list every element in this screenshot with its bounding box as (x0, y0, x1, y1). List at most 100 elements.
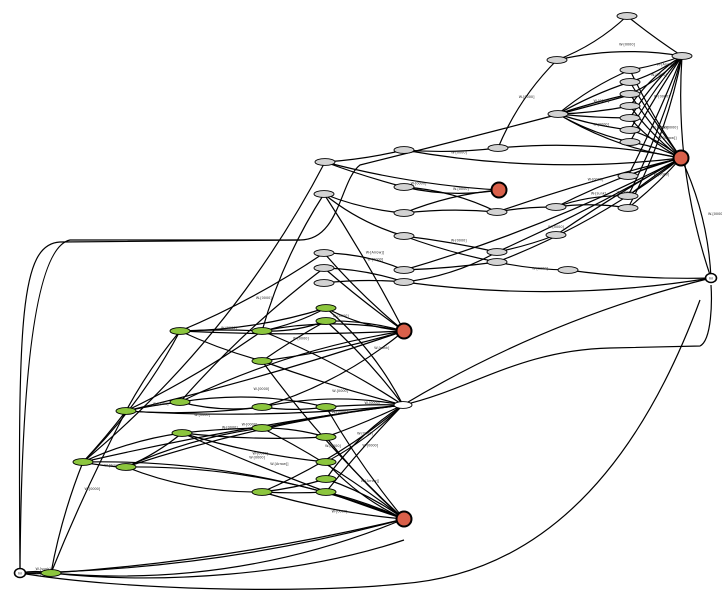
node-g0 (40, 569, 62, 577)
edge (323, 279, 405, 284)
node-label: Ini (18, 571, 22, 575)
edge-label: W-[0000] (451, 151, 467, 155)
edge (50, 539, 405, 579)
state-ellipse (313, 249, 335, 257)
edge (50, 410, 127, 574)
edge-label: W-[Arrow]] (270, 462, 289, 466)
edge-label: W-[0000] (333, 314, 349, 318)
edge (125, 404, 404, 415)
node-f4 (619, 102, 641, 110)
edge-label: W-[0000] (222, 426, 238, 430)
node-g16 (315, 458, 337, 466)
edge-label: W-[0000] (654, 95, 670, 99)
red-state-circle (395, 322, 413, 340)
edge (324, 161, 500, 191)
state-ellipse (545, 203, 567, 211)
node-a5 (313, 279, 335, 287)
node-a1 (314, 158, 336, 166)
edge (19, 518, 405, 574)
edge-label: W-[0000] (708, 212, 722, 216)
state-ellipse (557, 266, 579, 274)
state-ellipse (315, 488, 337, 496)
edge-label: W-[sunk] (591, 191, 607, 195)
state-ellipse (617, 172, 639, 180)
state-ellipse (115, 407, 137, 415)
edge (323, 252, 405, 271)
state-ellipse (619, 138, 641, 146)
edge (179, 252, 325, 332)
edge-label: W-[0000] (548, 225, 564, 229)
state-ellipse (393, 183, 415, 191)
edge (82, 404, 404, 463)
edge (325, 404, 404, 493)
edge (179, 330, 263, 362)
node-g11 (251, 488, 273, 496)
node-f6 (619, 126, 641, 134)
state-ellipse (617, 204, 639, 212)
state-ellipse (313, 264, 335, 272)
state-ellipse (547, 110, 569, 118)
state-ellipse (251, 424, 273, 432)
edge (323, 193, 405, 332)
node-label: Ini (709, 276, 713, 280)
edge-label: W-[0000] (588, 177, 604, 181)
node-g3 (115, 463, 137, 471)
state-ellipse (251, 488, 273, 496)
edge-label: W-[0000] (451, 239, 467, 243)
edge-label: W-[0000] (254, 387, 270, 391)
state-ellipse (13, 567, 27, 579)
state-ellipse (313, 279, 335, 287)
node-e3 (545, 203, 567, 211)
state-ellipse (169, 398, 191, 406)
node-f7 (619, 138, 641, 146)
edge (403, 149, 682, 166)
edge (261, 193, 325, 332)
edge (323, 252, 405, 332)
state-ellipse (704, 272, 718, 284)
state-ellipse (617, 192, 639, 200)
edges-layer (18, 15, 712, 590)
edge-label: W-[0000] (453, 187, 469, 191)
edge-label: W-[0000] (362, 444, 378, 448)
state-ellipse (251, 357, 273, 365)
edge (179, 330, 405, 335)
edge (403, 277, 712, 293)
red-state-circle (395, 510, 413, 528)
node-g6 (171, 429, 193, 437)
edge (261, 330, 405, 362)
edge (179, 330, 405, 403)
edge (325, 406, 405, 520)
node-d3 (486, 248, 508, 256)
node-g9 (251, 403, 273, 411)
edge (403, 235, 498, 263)
edge (82, 432, 183, 463)
edge (403, 209, 498, 214)
state-ellipse (393, 146, 415, 154)
edge (324, 149, 405, 163)
edge (402, 284, 712, 406)
edge (324, 161, 405, 188)
edge (125, 427, 263, 468)
state-ellipse (393, 266, 415, 274)
state-ellipse (671, 52, 693, 60)
node-g5 (169, 398, 191, 406)
node-f2 (619, 78, 641, 86)
edge (261, 491, 405, 520)
edge (557, 69, 631, 115)
node-b5 (393, 266, 415, 274)
node-f10 (617, 204, 639, 212)
state-ellipse (251, 327, 273, 335)
state-ellipse (40, 569, 62, 577)
edge-label: W-[0000] (357, 431, 373, 435)
edge-label: W-[0000] (594, 99, 610, 103)
state-ellipse (315, 458, 337, 466)
node-top (671, 52, 693, 60)
edge-label: W-[0000] (256, 296, 272, 300)
node-g4 (169, 327, 191, 335)
edge-label: W-[0000] (332, 389, 348, 393)
node-f1 (619, 66, 641, 74)
node-d1 (487, 144, 509, 152)
state-ellipse (619, 102, 641, 110)
edge-label: W-[0000] (325, 444, 341, 448)
